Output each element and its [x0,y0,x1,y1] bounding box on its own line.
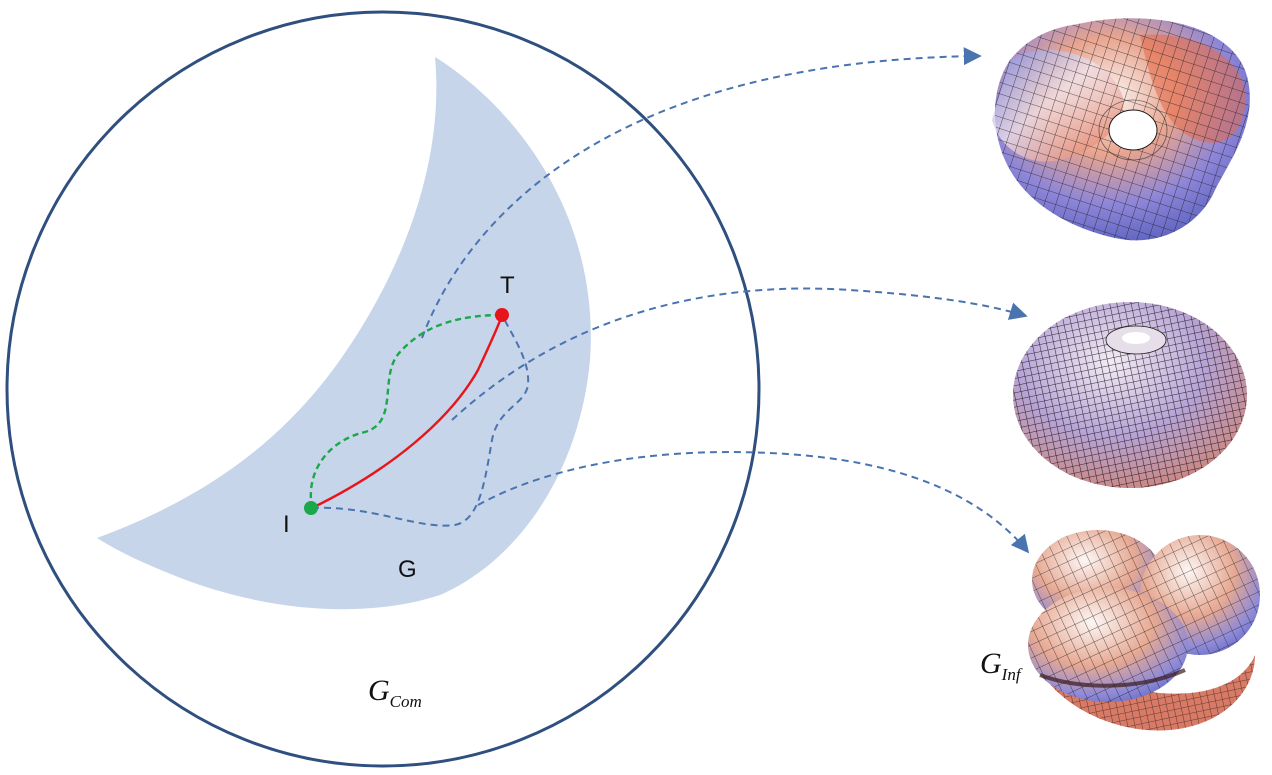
green-path [309,313,503,509]
arrow-to-sphere [451,287,1028,421]
region-label: G [398,556,417,583]
complete-space-label-base: G [368,674,390,707]
initial-label: I [283,511,290,538]
sphere-torus-surface [1013,302,1247,488]
target-point [495,308,509,322]
trefoil-torus-surface [992,18,1250,241]
arrow-to-trefoil [421,47,982,339]
target-label: T [500,272,515,299]
infinite-space-label-sub: Inf [1001,665,1023,684]
multi-lobe-surface [1028,530,1260,731]
dashed-path-lower [311,314,530,527]
crescent-region [97,57,591,610]
complete-space-circle [5,10,761,768]
initial-point [304,501,318,515]
arrow-to-lobes [477,451,1030,554]
complete-space-label-sub: Com [390,692,422,711]
complete-space-label: GCom [368,674,422,711]
infinite-space-label: GInf [980,647,1023,684]
infinite-space-label-base: G [980,647,1002,680]
direct-path [311,314,504,510]
